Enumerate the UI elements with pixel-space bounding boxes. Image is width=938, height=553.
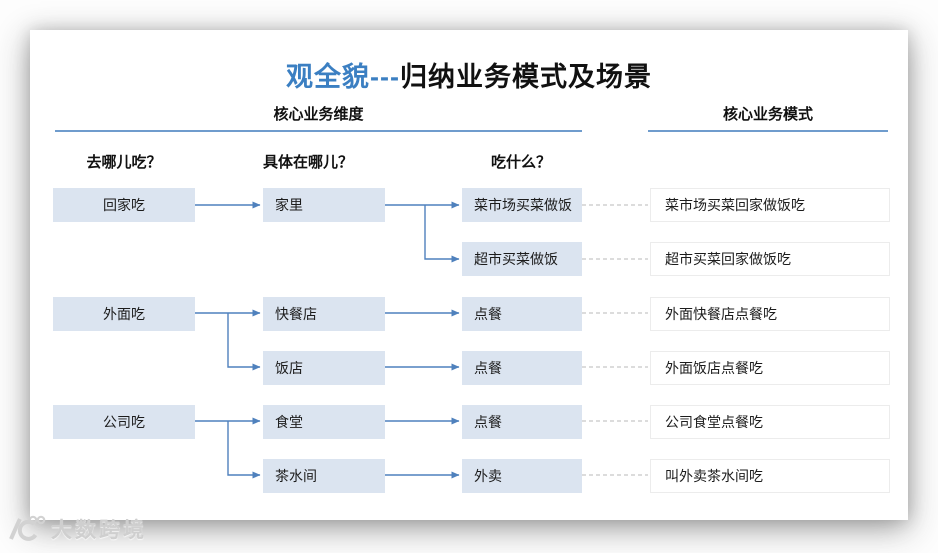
flow-node: 快餐店 — [263, 297, 385, 331]
flow-node: 点餐 — [462, 351, 582, 385]
business-model-node: 外面饭店点餐吃 — [650, 351, 890, 385]
flow-node: 外面吃 — [53, 297, 195, 331]
title-accent: 观全貌--- — [286, 62, 400, 92]
business-model-node: 菜市场买菜回家做饭吃 — [650, 188, 890, 222]
section-header-dimensions: 核心业务维度 — [273, 106, 364, 123]
business-model-node: 叫外卖茶水间吃 — [650, 459, 890, 493]
section-underline-right — [648, 130, 888, 132]
flow-node: 菜市场买菜做饭 — [462, 188, 582, 222]
slide: 观全貌---归纳业务模式及场景 核心业务维度 核心业务模式 去哪儿吃？ 具体在哪… — [30, 30, 908, 520]
page-title: 观全貌---归纳业务模式及场景 — [30, 55, 908, 94]
flow-node: 茶水间 — [263, 459, 385, 493]
title-rest: 归纳业务模式及场景 — [399, 62, 652, 92]
flow-node: 饭店 — [263, 351, 385, 385]
flow-node: 超市买菜做饭 — [462, 242, 582, 276]
flow-node: 家里 — [263, 188, 385, 222]
watermark-text: 大数跨境 — [51, 519, 147, 542]
flow-node: 外卖 — [462, 459, 582, 493]
flow-node: 食堂 — [263, 405, 385, 439]
flow-node: 点餐 — [462, 405, 582, 439]
arrow-outside-to-restaurant — [227, 313, 261, 371]
flow-node: 公司吃 — [53, 405, 195, 439]
section-header-models: 核心业务模式 — [722, 106, 813, 123]
column-header-where-exactly: 具体在哪儿？ — [262, 154, 353, 171]
arrow-company-to-pantry — [227, 421, 261, 479]
flow-node: 点餐 — [462, 297, 582, 331]
flow-node: 回家吃 — [53, 188, 195, 222]
column-header-what-to-eat: 吃什么？ — [490, 154, 551, 171]
watermark-logo-icon — [9, 515, 46, 541]
section-underline-left — [55, 130, 582, 132]
watermark: 大数跨境 — [6, 514, 147, 544]
business-model-node: 公司食堂点餐吃 — [650, 405, 890, 439]
arrow-house-to-supermarket — [424, 205, 460, 263]
column-header-where-to-eat: 去哪儿吃？ — [86, 154, 162, 171]
business-model-node: 外面快餐店点餐吃 — [650, 297, 890, 331]
business-model-node: 超市买菜回家做饭吃 — [650, 242, 890, 276]
